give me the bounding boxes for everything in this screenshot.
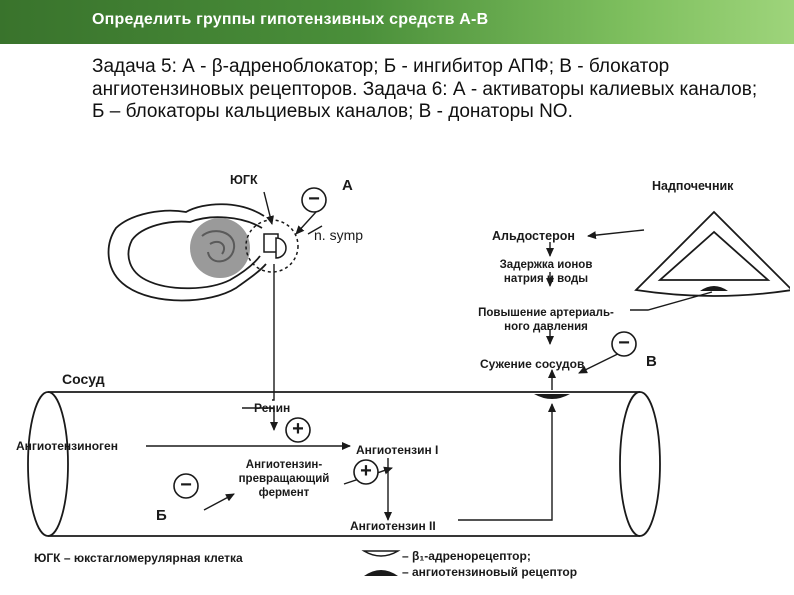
raas-diagram: − − − + + ЮГК А n. symp Надпочечник Альд… xyxy=(14,168,790,595)
yugk-label: ЮГК xyxy=(230,173,258,187)
legend-beta-symbol xyxy=(364,551,398,556)
vessel-label: Сосуд xyxy=(62,371,105,387)
ace-line3: фермент xyxy=(259,487,310,499)
task-text: Задача 5: А - β-адреноблокатор; Б - инги… xyxy=(92,56,772,124)
legend-beta: – β₁-адренорецептор; xyxy=(402,549,531,563)
angiotensinogen-label: Ангиотензиноген xyxy=(16,439,118,453)
ace-line2: превращающий xyxy=(239,473,330,485)
adrenal-label: Надпочечник xyxy=(652,179,734,193)
angiotensin-receptor-adrenal xyxy=(700,286,728,291)
label-b: Б xyxy=(156,507,167,524)
plus-ace-label: + xyxy=(360,460,372,482)
vessel-tube xyxy=(48,392,640,536)
aldosterone-label: Альдостерон xyxy=(492,229,575,243)
narrowing-label: Сужение сосудов xyxy=(480,357,584,371)
angiotensin-i-label: Ангиотензин I xyxy=(356,443,438,457)
adrenal-gland xyxy=(636,212,790,296)
glomerulus xyxy=(190,218,250,278)
pressure-line1: Повышение артериаль- xyxy=(478,307,614,319)
pressure-line2: ного давления xyxy=(504,321,588,333)
vessel-right-end xyxy=(620,392,660,536)
angiotensin-receptor-vessel xyxy=(534,394,570,399)
adrenal-inner xyxy=(660,232,768,280)
beta-receptor-jgc xyxy=(276,238,286,258)
plus-renin-label: + xyxy=(292,418,304,440)
minus-v-label: − xyxy=(618,332,630,354)
slide-title: Определить группы гипотензивных средств … xyxy=(92,11,488,29)
retention-line1: Задержка ионов xyxy=(500,259,593,271)
legend-yugk: ЮГК – юкстагломерулярная клетка xyxy=(34,551,243,565)
label-v: В xyxy=(646,353,657,370)
minus-a-label: − xyxy=(308,188,320,210)
retention-line2: натрия и воды xyxy=(504,273,588,285)
renin-label: Ренин xyxy=(254,401,290,415)
minus-b-label: − xyxy=(180,474,192,496)
n-symp-label: n. symp xyxy=(314,227,363,243)
label-a: А xyxy=(342,177,353,194)
angiotensin-ii-label: Ангиотензин II xyxy=(350,519,436,533)
legend-at-symbol xyxy=(364,570,398,576)
ace-line1: Ангиотензин- xyxy=(246,459,323,471)
vessel-left-end xyxy=(28,392,68,536)
legend-at: – ангиотензиновый рецептор xyxy=(402,565,577,579)
